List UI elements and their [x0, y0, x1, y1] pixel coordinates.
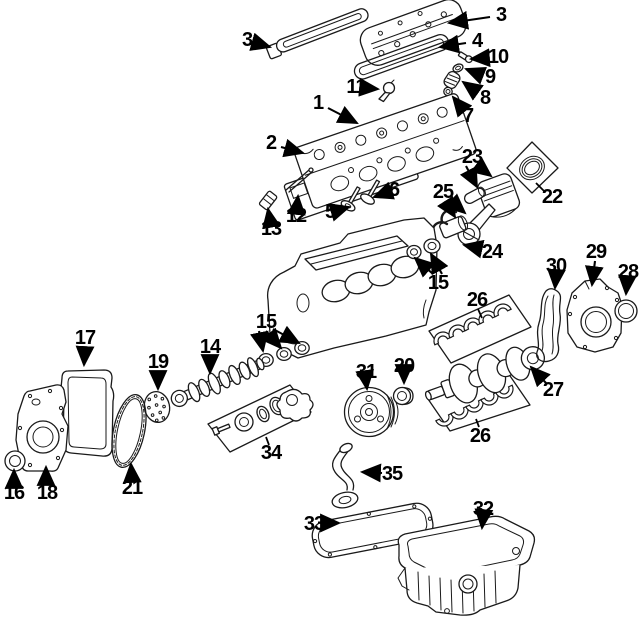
callout-21: 21	[122, 477, 143, 499]
oil-pickup-tube	[331, 442, 359, 509]
bolt-item-10	[457, 51, 473, 64]
rear-seal-housing	[566, 278, 623, 353]
callout-31: 31	[356, 361, 377, 383]
callout-11: 11	[346, 76, 366, 98]
callout-10: 10	[488, 46, 509, 68]
callout-22: 22	[542, 186, 563, 208]
callout-27: 27	[543, 379, 564, 401]
valve-cover-left	[265, 8, 369, 60]
callout-1: 1	[313, 92, 324, 114]
callout-7: 7	[463, 105, 474, 127]
callout-20: 20	[394, 355, 415, 377]
pushrod	[285, 167, 314, 193]
callout-18: 18	[37, 482, 58, 504]
callout-8: 8	[480, 87, 491, 109]
main-bearing-set-upper	[428, 294, 532, 364]
front-cover-gasket	[60, 369, 115, 457]
callout-15-right: 15	[428, 272, 449, 294]
callout-12: 12	[286, 205, 307, 227]
callout-13: 13	[261, 218, 282, 240]
valve-item-11	[378, 79, 396, 103]
rear-cover-gasket	[536, 288, 562, 363]
callout-4: 4	[472, 30, 484, 52]
piston-ring-set	[506, 141, 559, 194]
callout-30: 30	[546, 255, 567, 277]
crankshaft	[424, 346, 546, 404]
oil-pan	[397, 515, 536, 616]
callout-3-left: 3	[242, 29, 253, 51]
callout-6: 6	[389, 179, 400, 201]
callout-5: 5	[325, 201, 336, 223]
timing-chain	[111, 394, 147, 468]
callout-2: 2	[266, 132, 277, 154]
callout-19: 19	[148, 351, 169, 373]
leader-arrows	[4, 10, 637, 533]
callout-24: 24	[482, 241, 504, 263]
callout-25: 25	[433, 181, 454, 203]
callout-34: 34	[261, 442, 283, 464]
callout-33: 33	[304, 513, 325, 535]
callout-14: 14	[200, 336, 222, 358]
callout-labels: 3 3 4 10 9 8 7 11 1 2 12 5 6 13 23 22 25…	[4, 4, 640, 535]
crank-pulley	[343, 386, 399, 438]
camshaft	[170, 357, 265, 408]
callout-26-top: 26	[467, 289, 488, 311]
callout-35: 35	[382, 463, 403, 485]
valve-cover-right	[359, 0, 467, 66]
callout-15-left: 15	[256, 311, 277, 333]
spring-item-8	[443, 71, 461, 89]
timing-cover	[15, 384, 69, 472]
engine-block	[266, 217, 438, 359]
callout-26-bottom: 26	[470, 425, 491, 447]
callout-23: 23	[462, 146, 483, 168]
oil-pump-kit	[207, 384, 314, 453]
crank-bushing	[392, 386, 414, 406]
cam-retainer-plate	[143, 390, 171, 424]
callout-16: 16	[4, 482, 25, 504]
callout-28: 28	[618, 261, 639, 283]
seal-item-9	[452, 63, 464, 73]
callout-3-right: 3	[496, 4, 507, 26]
crank-pin-journal	[439, 215, 469, 239]
callout-32: 32	[473, 498, 494, 520]
main-bearing-set-lower	[427, 372, 531, 432]
callout-17: 17	[75, 327, 96, 349]
callout-9: 9	[485, 66, 496, 88]
front-crank-seal	[4, 450, 26, 472]
callout-29: 29	[586, 241, 607, 263]
valve-lifter	[258, 190, 278, 211]
rear-main-seal	[614, 299, 638, 323]
